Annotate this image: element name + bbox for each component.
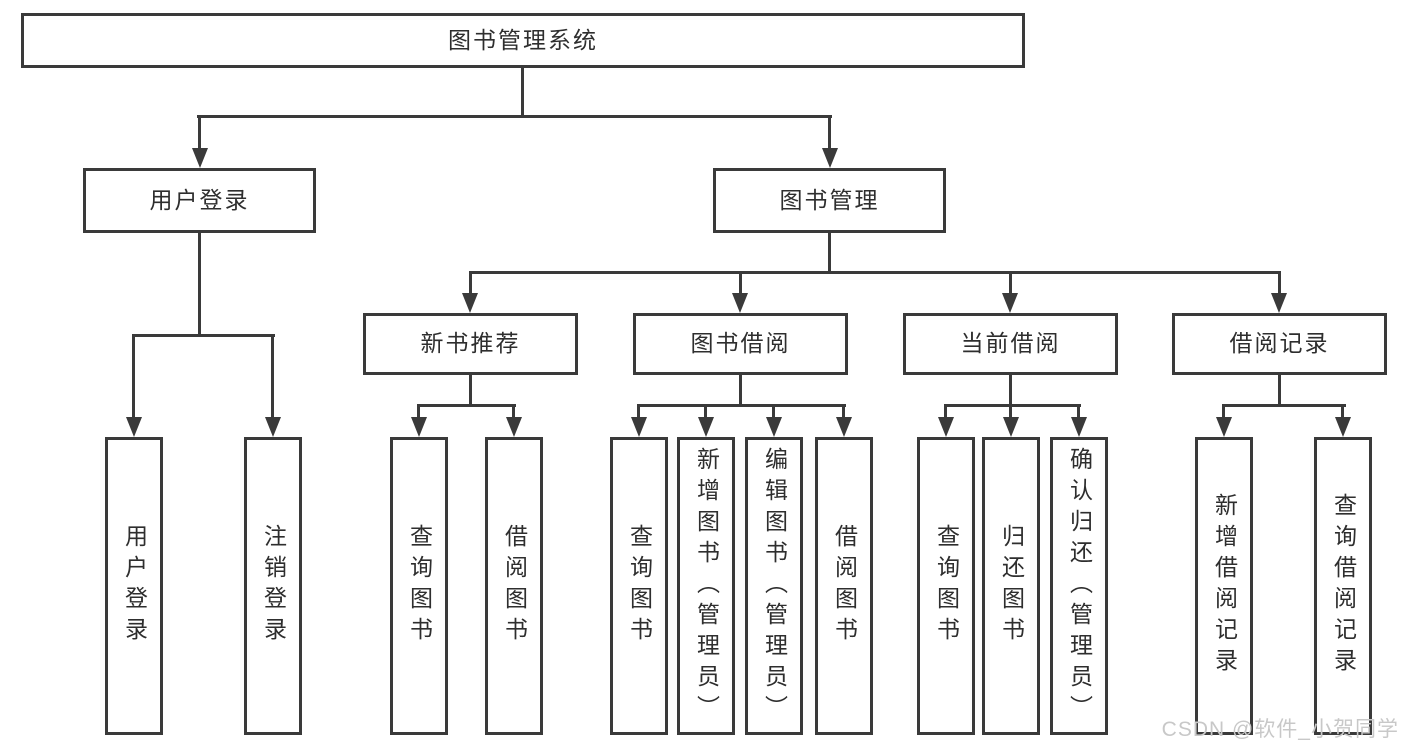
connector-line xyxy=(1009,375,1012,406)
connector-line xyxy=(1222,404,1225,420)
leaf-borrowing-edit-books-admin: 编辑图书（管理员） xyxy=(745,437,803,735)
connector-line xyxy=(132,334,135,418)
connector-line xyxy=(198,115,201,150)
leaf-current-query-books: 查询图书 xyxy=(917,437,975,735)
connector-line xyxy=(1341,404,1344,420)
arrow-down-icon xyxy=(1003,417,1019,437)
node-book-management: 图书管理 xyxy=(713,168,946,233)
arrow-down-icon xyxy=(766,417,782,437)
arrow-down-icon xyxy=(1071,417,1087,437)
connector-line xyxy=(197,115,832,118)
arrow-down-icon xyxy=(192,148,208,168)
connector-line xyxy=(944,404,1081,407)
connector-line xyxy=(842,404,845,420)
connector-line xyxy=(469,375,472,406)
arrow-down-icon xyxy=(1335,417,1351,437)
leaf-current-return-books: 归还图书 xyxy=(982,437,1040,735)
arrow-down-icon xyxy=(1216,417,1232,437)
arrow-down-icon xyxy=(411,417,427,437)
leaf-recommend-borrow-books: 借阅图书 xyxy=(485,437,543,735)
connector-line xyxy=(521,68,524,117)
arrow-down-icon xyxy=(1271,293,1287,313)
connector-line xyxy=(469,271,472,296)
connector-line xyxy=(417,404,516,407)
connector-line xyxy=(704,404,707,420)
arrow-down-icon xyxy=(265,417,281,437)
node-user-login: 用户登录 xyxy=(83,168,316,233)
node-library-system: 图书管理系统 xyxy=(21,13,1025,68)
leaf-recommend-query-books: 查询图书 xyxy=(390,437,448,735)
arrow-down-icon xyxy=(126,417,142,437)
connector-line xyxy=(469,271,1281,274)
node-borrow-records: 借阅记录 xyxy=(1172,313,1387,375)
connector-line xyxy=(198,233,201,336)
connector-line xyxy=(1077,404,1080,420)
connector-line xyxy=(828,115,831,150)
connector-line xyxy=(944,404,947,420)
arrow-down-icon xyxy=(698,417,714,437)
leaf-borrowing-query-books: 查询图书 xyxy=(610,437,668,735)
leaf-user-login: 用户登录 xyxy=(105,437,163,735)
arrow-down-icon xyxy=(1002,293,1018,313)
leaf-current-confirm-return-admin: 确认归还（管理员） xyxy=(1050,437,1108,735)
leaf-records-query-borrow-record: 查询借阅记录 xyxy=(1314,437,1372,735)
arrow-down-icon xyxy=(938,417,954,437)
leaf-logout: 注销登录 xyxy=(244,437,302,735)
connector-line xyxy=(1009,404,1012,420)
connector-line xyxy=(637,404,846,407)
connector-line xyxy=(828,233,831,273)
connector-line xyxy=(1009,271,1012,296)
connector-line xyxy=(739,271,742,296)
connector-line xyxy=(512,404,515,420)
node-book-borrowing: 图书借阅 xyxy=(633,313,848,375)
connector-line xyxy=(637,404,640,420)
connector-line xyxy=(271,334,274,418)
arrow-down-icon xyxy=(836,417,852,437)
connector-line xyxy=(1278,271,1281,296)
connector-line xyxy=(417,404,420,420)
arrow-down-icon xyxy=(631,417,647,437)
arrow-down-icon xyxy=(732,293,748,313)
leaf-borrowing-add-books-admin: 新增图书（管理员） xyxy=(677,437,735,735)
connector-line xyxy=(772,404,775,420)
arrow-down-icon xyxy=(822,148,838,168)
watermark: CSDN @软件_小贺同学 xyxy=(1161,718,1399,741)
node-new-book-recommend: 新书推荐 xyxy=(363,313,578,375)
connector-line xyxy=(1278,375,1281,406)
leaf-records-add-borrow-record: 新增借阅记录 xyxy=(1195,437,1253,735)
connector-line xyxy=(132,334,275,337)
arrow-down-icon xyxy=(506,417,522,437)
node-current-borrowing: 当前借阅 xyxy=(903,313,1118,375)
connector-line xyxy=(739,375,742,406)
arrow-down-icon xyxy=(462,293,478,313)
leaf-borrowing-borrow-books: 借阅图书 xyxy=(815,437,873,735)
connector-line xyxy=(1222,404,1346,407)
